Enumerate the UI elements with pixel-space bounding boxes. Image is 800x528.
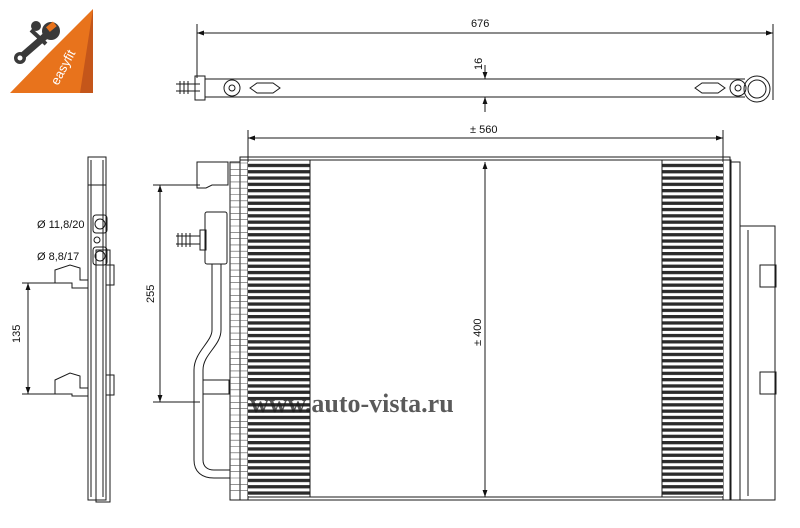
easyfit-logo: easyfit [10,9,93,93]
core-height-label: ± 400 [472,319,484,346]
bracket-spacing-label: 135 [11,325,23,343]
top-bracket [196,161,229,189]
right-bracket-upper [759,264,777,288]
top-view [176,24,774,112]
pipe-clamp [202,379,230,395]
core-width-label: ± 560 [470,124,497,136]
wrench-icon [14,21,60,64]
side-view [22,156,115,503]
total-length-label: 676 [471,18,489,30]
right-bracket-lower [759,371,777,395]
refrigerant-pipe [193,264,230,479]
outlet-port [92,246,108,266]
fin-block-left [248,162,310,496]
outlet-diameter-label: Ø 8,8/17 [37,251,79,263]
front-view [153,130,777,501]
inlet-diameter-label: Ø 11,8/20 [37,219,85,231]
inlet-block [204,211,228,265]
inlet-port [92,214,108,234]
core-tubes [230,162,248,491]
logo-badge [10,9,93,93]
watermark: www.auto-vista.ru [250,389,454,418]
fin-block-right [662,162,723,496]
bar-height-label: 16 [473,58,485,70]
left-header-tank [229,161,241,501]
port-height-label: 255 [145,285,157,303]
